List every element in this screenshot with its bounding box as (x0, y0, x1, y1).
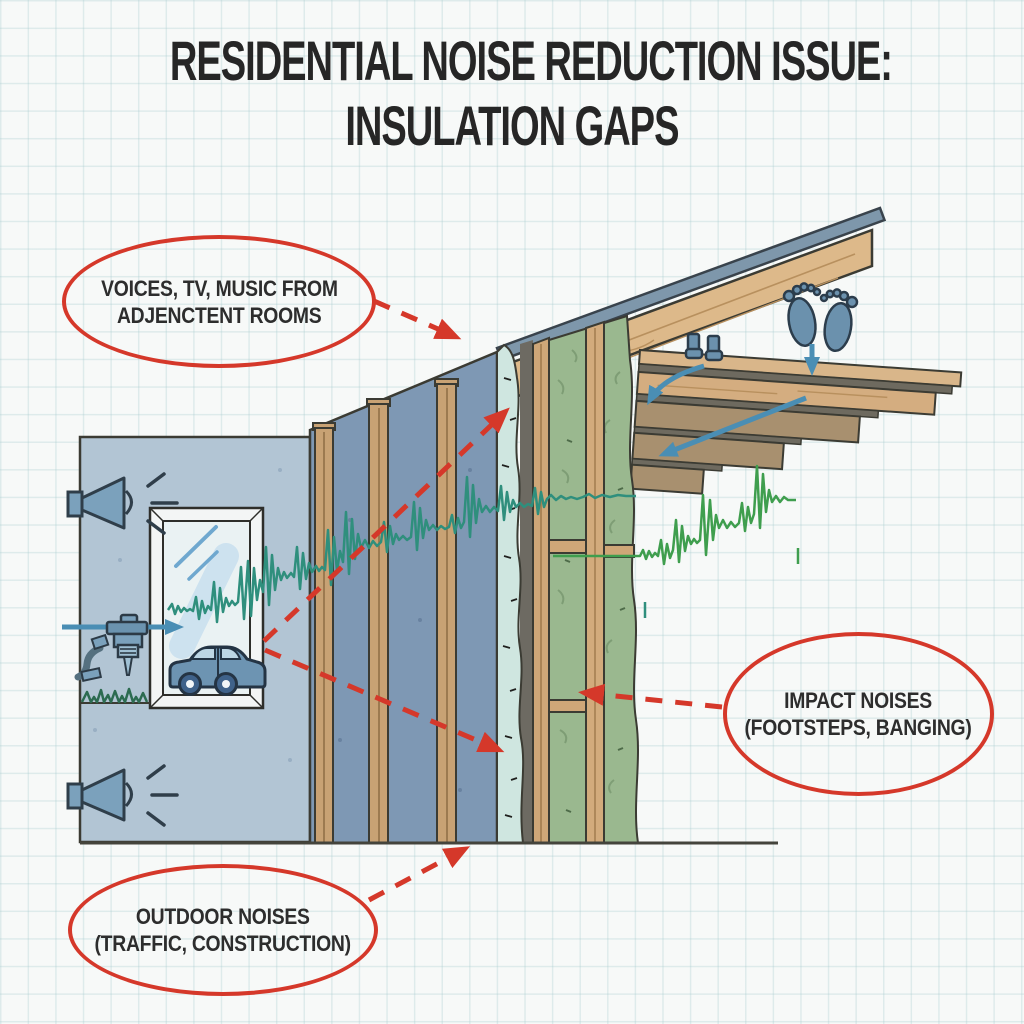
arrow-gap-top (262, 407, 510, 643)
speaker-icon (66, 472, 179, 535)
speaker-icon (66, 764, 179, 827)
green-sound-wave (553, 464, 796, 566)
callout-impact-line1: IMPACT NOISES (784, 688, 933, 713)
footprints-icon (782, 282, 859, 353)
air-gap-layer (520, 340, 533, 843)
sound-lines (146, 764, 179, 827)
callout-outdoor-noises: OUTDOOR NOISES (TRAFFIC, CONSTRUCTION) (68, 864, 378, 996)
sound-lines (146, 472, 179, 535)
title-line-1: RESIDENTIAL NOISE REDUCTION ISSUE: (169, 29, 893, 92)
glass-reflection-band (169, 543, 239, 659)
callout-impact-noises: IMPACT NOISES (FOOTSTEPS, BANGING) (723, 632, 994, 796)
callout-outdoor-line2: (TRAFFIC, CONSTRUCTION) (94, 931, 352, 956)
arrow-impact (578, 683, 723, 710)
callout-adjacent-line1: VOICES, TV, MUSIC FROM (100, 275, 338, 301)
insulation-foam-layer (496, 343, 525, 844)
car-icon (168, 645, 267, 696)
boots-icon (684, 332, 724, 362)
floor-joists (629, 399, 861, 495)
callout-adjacent-rooms: VOICES, TV, MUSIC FROM ADJENCTENT ROOMS (62, 235, 376, 368)
glass-streak (174, 525, 218, 568)
drill-tool-icon (74, 633, 110, 682)
title-line-2: INSULATION GAPS (345, 94, 679, 157)
teal-sound-wave (166, 475, 636, 624)
glass-streak (187, 550, 219, 581)
batt-blocking (548, 539, 587, 554)
grass-icon (80, 687, 149, 704)
callout-adjacent-line2: ADJENCTENT ROOMS (116, 302, 322, 328)
callout-outdoor-line1: OUTDOOR NOISES (136, 904, 310, 929)
page-title: RESIDENTIAL NOISE REDUCTION ISSUE: INSUL… (0, 29, 1024, 166)
wall-stud (366, 398, 391, 844)
arrow-adjacent-rooms (372, 298, 462, 340)
wall-stud (312, 422, 336, 844)
wall-stud (434, 378, 459, 844)
arrow-gap-bottom (264, 647, 505, 753)
jackhammer-icon (105, 613, 149, 676)
arrow-outdoor (367, 846, 471, 903)
callout-impact-line2: (FOOTSTEPS, BANGING) (744, 715, 973, 740)
wall-cross-section (308, 314, 640, 845)
callout-arrows (262, 298, 723, 903)
batt-blocking (548, 699, 587, 713)
drywall-panel (308, 350, 499, 845)
impact-arrows (647, 344, 820, 457)
